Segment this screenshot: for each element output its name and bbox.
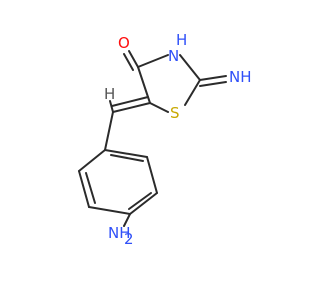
atom-h-vinyl: H (104, 85, 115, 103)
atom-nh2: NH (108, 224, 131, 242)
bond-c5-ch-a (112, 102, 151, 113)
bond-c2-s (184, 79, 201, 106)
structure-svg: O N H NH S NH 2 H (78, 31, 252, 248)
bond-ar-3 (129, 192, 158, 215)
bond-ar-2 (146, 156, 158, 194)
bond-ar-4 (88, 206, 131, 215)
bond-ar-6 (78, 149, 106, 172)
atom-nh2-subscript: 2 (124, 230, 134, 248)
bond-ch-h (109, 100, 114, 113)
atom-n3: N (168, 47, 179, 65)
atom-o: O (118, 34, 130, 52)
bond-c5-ch-b (111, 96, 149, 107)
bond-ar-5-inner (85, 172, 96, 204)
bond-c4-o-b (123, 53, 134, 71)
bond-ch-phenyl (104, 111, 114, 151)
bond-ar-1-inner (110, 154, 144, 162)
atom-h3: H (176, 31, 187, 49)
bond-n3-c2 (179, 54, 201, 81)
molecule-diagram: O N H NH S NH 2 H (78, 31, 252, 248)
bond-ar-1 (104, 149, 148, 158)
bond-s-c5 (149, 102, 169, 113)
atom-s: S (170, 104, 180, 122)
bond-ar-nh2 (123, 213, 131, 227)
atom-nh-imine: NH (229, 68, 252, 86)
bond-c2-nh-b (199, 81, 227, 87)
bond-c4-o-a (128, 50, 139, 68)
bond-c2-nh-a (199, 75, 227, 81)
bond-ar-5 (78, 170, 90, 208)
bond-ar-3-inner (128, 192, 152, 210)
bond-c4-n3 (137, 54, 169, 68)
